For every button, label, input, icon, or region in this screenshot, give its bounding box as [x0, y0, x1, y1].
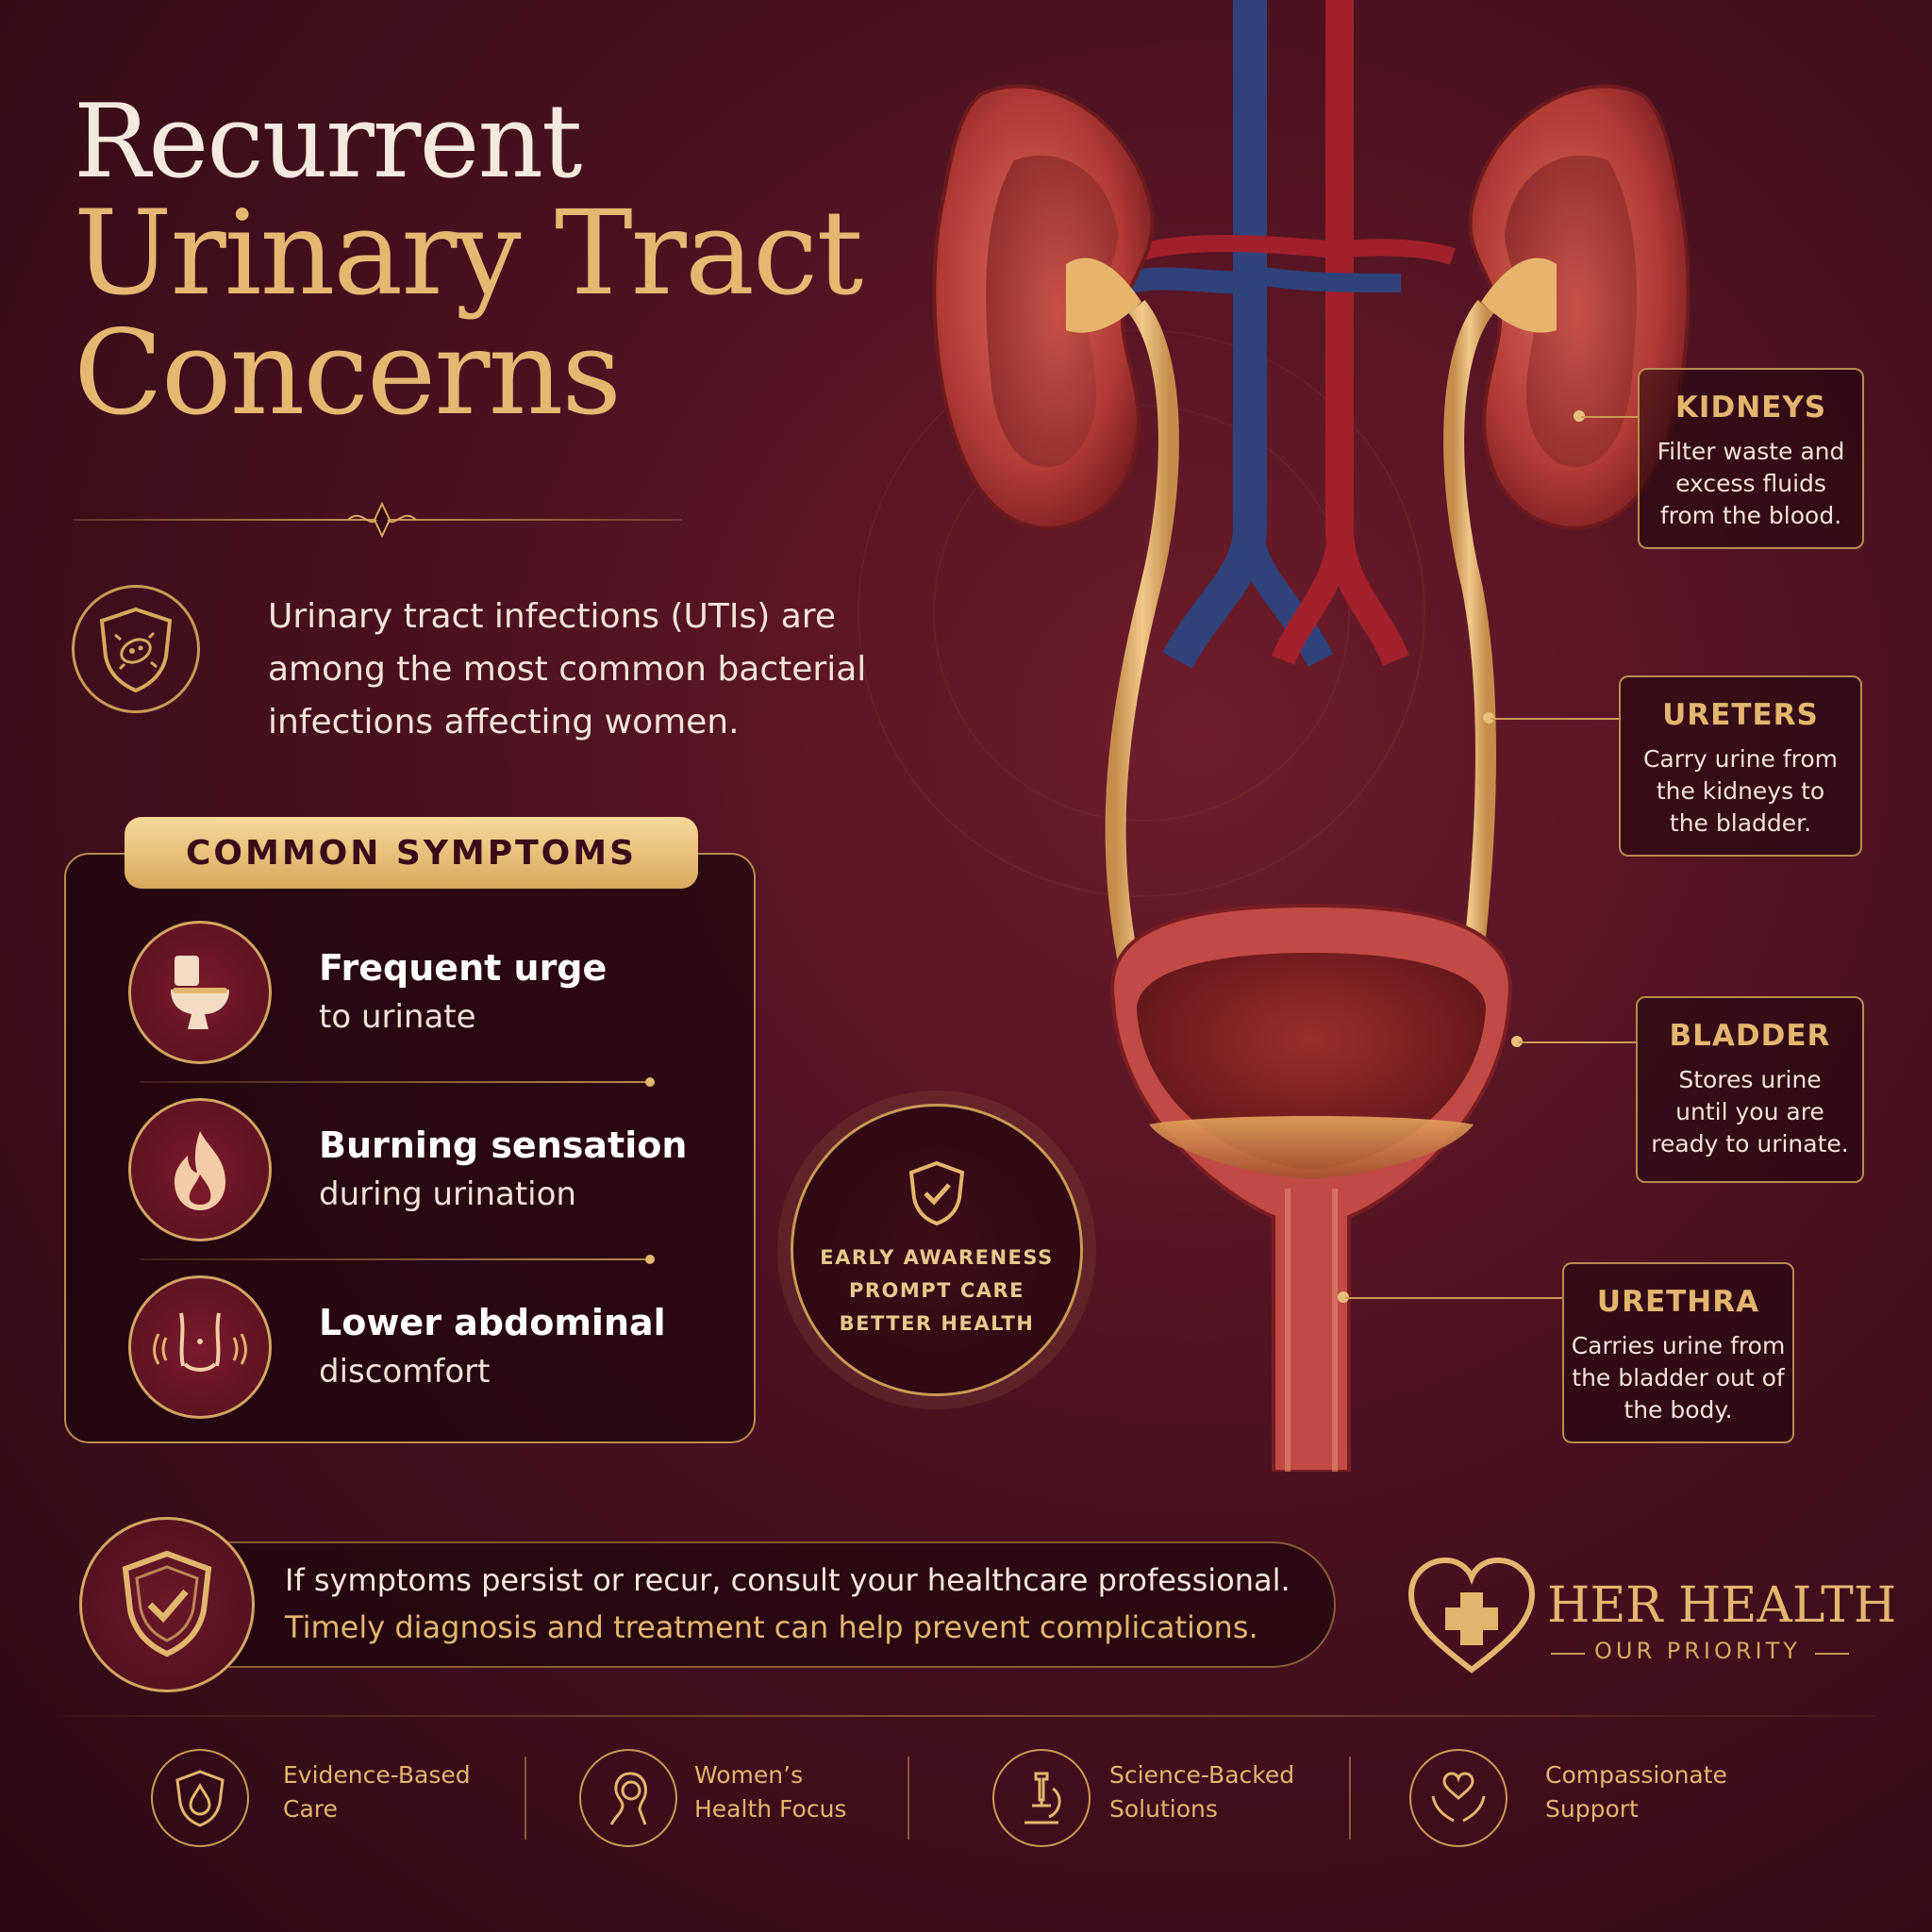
feature-divider-1	[525, 1757, 526, 1840]
ureters-desc-3: the bladder.	[1669, 809, 1812, 837]
abdomen-icon	[128, 1275, 272, 1419]
urethra-desc-2: the bladder out of	[1572, 1364, 1785, 1391]
shield-check-icon	[908, 1160, 965, 1225]
urethra-label: URETHRA Carries urine from the bladder o…	[1562, 1262, 1794, 1443]
feature-3-label: Science-Backed Solutions	[1109, 1758, 1336, 1826]
kidneys-desc-2: excess fluids	[1675, 470, 1826, 497]
feature-1-line-2: Care	[283, 1795, 338, 1823]
symptom-item-1: Frequent urge to urinate	[319, 947, 607, 1036]
symptom-2-title: Burning sensation	[319, 1124, 688, 1166]
cta-banner	[79, 1541, 1336, 1668]
kidneys-label: KIDNEYS Filter waste and excess fluids f…	[1638, 368, 1864, 549]
urethra-desc: Carries urine from the bladder out of th…	[1564, 1330, 1792, 1426]
kidney-leader-dot	[1574, 410, 1585, 422]
bladder-leader-line	[1519, 1041, 1636, 1043]
symptom-1-title: Frequent urge	[319, 947, 608, 989]
kidneys-desc: Filter waste and excess fluids from the …	[1640, 436, 1862, 532]
brand-dash-right	[1815, 1653, 1849, 1655]
woman-profile-icon	[579, 1749, 677, 1847]
badge-line-1: EARLY AWARENESS	[820, 1245, 1054, 1269]
urethra-desc-1: Carries urine from	[1571, 1332, 1786, 1359]
feature-divider-2	[908, 1757, 909, 1840]
cta-line-1: If symptoms persist or recur, consult yo…	[285, 1562, 1291, 1598]
ureter-leader-dot	[1483, 712, 1494, 724]
divider-dot-2	[645, 1255, 655, 1264]
feature-1-label: Evidence-Based Care	[283, 1758, 509, 1826]
feature-4-line-2: Support	[1545, 1795, 1639, 1823]
brand-dash-left	[1551, 1653, 1585, 1655]
symptom-3-subtitle: discomfort	[319, 1353, 491, 1391]
urinary-system-illustration	[932, 0, 1690, 1472]
symptom-2-subtitle: during urination	[319, 1175, 576, 1213]
page-title: Recurrent Urinary Tract Concerns	[74, 83, 863, 441]
feature-3-line-1: Science-Backed	[1109, 1761, 1295, 1789]
feature-4-label: Compassionate Support	[1545, 1758, 1772, 1826]
badge-line-3: BETTER HEALTH	[839, 1311, 1035, 1335]
footer-divider	[57, 1715, 1875, 1717]
bladder-desc-2: until you are	[1675, 1098, 1824, 1125]
ureters-desc: Carry urine from the kidneys to the blad…	[1621, 743, 1860, 840]
shield-drop-icon	[151, 1749, 249, 1847]
flame-icon	[128, 1098, 272, 1241]
heart-cross-logo-icon	[1407, 1557, 1536, 1674]
ureter-leader-line	[1491, 718, 1619, 720]
feature-2-line-1: Women’s	[694, 1761, 804, 1789]
symptom-1-subtitle: to urinate	[319, 998, 476, 1036]
feature-3-line-2: Solutions	[1109, 1795, 1218, 1823]
badge-line-2: PROMPT CARE	[848, 1278, 1025, 1302]
kidneys-title: KIDNEYS	[1674, 391, 1827, 425]
title-line-2: Urinary Tract	[74, 186, 863, 323]
feature-2-label: Women’s Health Focus	[694, 1758, 921, 1826]
ureters-desc-1: Carry urine from	[1642, 745, 1839, 773]
title-line-1: Recurrent	[74, 83, 582, 201]
brand-tagline: OUR PRIORITY	[1594, 1638, 1801, 1664]
feature-divider-3	[1349, 1757, 1351, 1840]
ureters-desc-2: the kidneys to	[1656, 777, 1825, 805]
intro-text: Urinary tract infections (UTIs) are amon…	[268, 597, 867, 741]
symptom-item-2: Burning sensation during urination	[319, 1124, 687, 1213]
microscope-icon	[992, 1749, 1091, 1847]
shield-check-icon	[79, 1517, 255, 1692]
awareness-badge: EARLY AWARENESS PROMPT CARE BETTER HEALT…	[791, 1104, 1083, 1396]
urethra-leader-dot	[1338, 1291, 1349, 1303]
kidneys-desc-3: from the blood.	[1659, 502, 1842, 529]
cta-line-2: Timely diagnosis and treatment can help …	[285, 1609, 1258, 1645]
kidneys-desc-1: Filter waste and	[1657, 438, 1845, 465]
feature-1-line-1: Evidence-Based	[283, 1761, 471, 1789]
bladder-desc-1: Stores urine	[1678, 1066, 1822, 1093]
ureters-title: URETERS	[1662, 698, 1819, 732]
bladder-title: BLADDER	[1669, 1019, 1831, 1053]
kidney-leader-line	[1581, 416, 1638, 418]
bladder-desc-3: ready to urinate.	[1651, 1130, 1849, 1158]
symptom-3-title: Lower abdominal	[319, 1302, 666, 1343]
bladder-label: BLADDER Stores urine until you are ready…	[1636, 996, 1864, 1183]
title-line-3: Concerns	[74, 305, 622, 441]
symptoms-heading: COMMON SYMPTOMS	[125, 817, 698, 889]
heart-hands-icon	[1409, 1749, 1507, 1847]
bladder-desc: Stores urine until you are ready to urin…	[1638, 1064, 1862, 1160]
symptom-divider-1	[140, 1081, 649, 1083]
urethra-title: URETHRA	[1596, 1285, 1760, 1319]
feature-4-line-1: Compassionate	[1545, 1761, 1727, 1789]
ornament-icon	[347, 501, 417, 539]
bacteria-shield-icon	[72, 585, 200, 713]
toilet-icon	[128, 921, 272, 1064]
bladder-leader-dot	[1511, 1036, 1523, 1047]
symptom-item-3: Lower abdominal discomfort	[319, 1302, 666, 1391]
symptom-divider-2	[140, 1258, 649, 1260]
urethra-desc-3: the body.	[1624, 1396, 1733, 1424]
feature-2-line-2: Health Focus	[694, 1795, 847, 1823]
ureters-label: URETERS Carry urine from the kidneys to …	[1619, 675, 1862, 857]
divider-dot-1	[645, 1077, 655, 1087]
urethra-leader-line	[1345, 1297, 1562, 1299]
brand-name: HER HEALTH	[1547, 1577, 1897, 1634]
